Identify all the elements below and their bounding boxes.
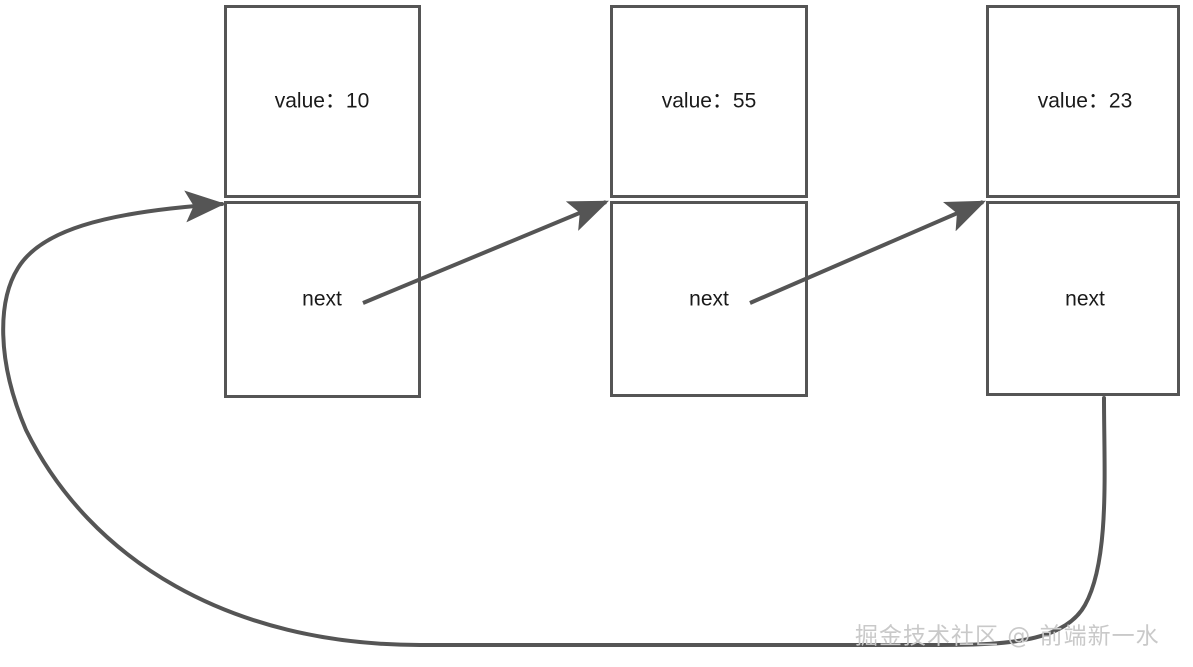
watermark-label: 掘金技术社区 @ 前端新一水 (855, 624, 1160, 650)
node-2[interactable]: value：55 next (610, 5, 808, 397)
node-3-value-cell (986, 5, 1180, 198)
node-2-value-label: value：55 (662, 90, 757, 113)
node-3-next-label: next (1065, 288, 1105, 311)
arrow-node2-to-node3 (749, 200, 986, 305)
arrow-node1-to-node2 (362, 200, 609, 305)
node-3-value-label: value：23 (1038, 90, 1133, 113)
node-1-value-label: value：10 (275, 90, 370, 113)
node-1-next-label: next (302, 288, 342, 311)
node-1-value-cell (224, 5, 421, 198)
node-2-next-label: next (689, 288, 729, 311)
node-1-next-cell (224, 201, 421, 398)
node-2-next-cell (610, 201, 808, 397)
node-2-value-cell (610, 5, 808, 198)
node-3[interactable]: value：23 next (986, 5, 1180, 396)
node-3-next-cell (986, 201, 1180, 396)
node-1[interactable]: value：10 next (224, 5, 421, 398)
arrow-node3-to-node1 (1, 190, 1107, 647)
